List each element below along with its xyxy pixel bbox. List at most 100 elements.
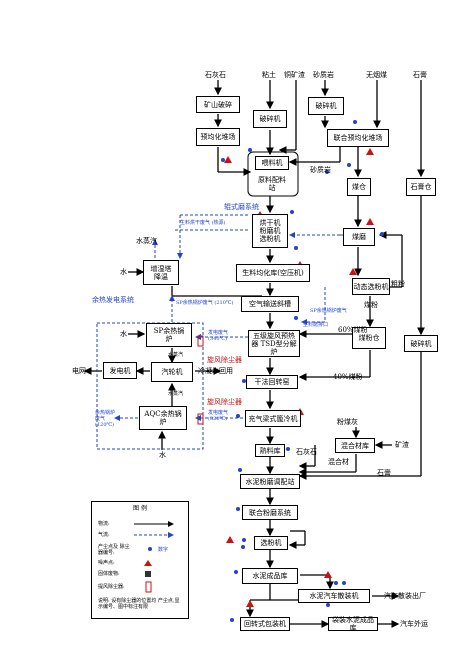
noise-point (324, 571, 332, 578)
emission-point (347, 163, 351, 167)
box-feed-bin: 喂料机 (255, 156, 289, 170)
lbl-grid: 电网 (72, 367, 86, 375)
raw-iron-slag: 铜矿渣 (284, 71, 305, 79)
legend-waste-sq (145, 571, 151, 577)
box-joint-mill: 联合粉磨系统 (242, 505, 298, 520)
legend-title: 图 例 (133, 505, 147, 512)
lbl-sp-gas: SP余热锅炉废气 (210℃) (176, 300, 234, 306)
lbl-sp-dust: SP余热锅炉废气 (310, 308, 347, 314)
box-coal-mill: 煤磨 (343, 228, 375, 246)
box-rotary-kiln: 干法回转窑 (246, 375, 298, 389)
box-gypsum-crusher: 破碎机 (404, 335, 438, 352)
box-cement-batching: 水泥粉磨调配站 (240, 474, 300, 489)
raw-clay: 粘土 (262, 71, 276, 79)
box-bag-store: 袋装水泥成品库 (328, 616, 378, 632)
box-air-lift: 空气输送斜槽 (241, 296, 299, 312)
emission-point (230, 618, 234, 622)
raw-coal: 无烟煤 (366, 71, 387, 79)
box-mix-bin: 混合材库 (335, 438, 375, 453)
lbl-steam-water: 水蒸汽 (168, 352, 184, 358)
lbl-slag: 矿渣 (395, 441, 409, 449)
lbl-steam2: 水蒸汽 (168, 391, 184, 397)
lbl-waste-rock: 砂质岩 (310, 166, 331, 174)
emission-point (290, 210, 294, 214)
emission-point (342, 581, 346, 585)
noise-point (349, 268, 357, 275)
lbl-mill-system: 辊式磨系统 (224, 203, 259, 211)
box-raw-mill: 烘干机 粉磨机 选粉机 (252, 214, 288, 248)
box-cement-silo: 水泥成品库 (242, 568, 298, 584)
noise-point (366, 218, 374, 225)
box-clay-crusher: 破碎机 (253, 110, 287, 128)
lbl-truck-out: 汽车散装出厂 (384, 592, 426, 600)
box-cooler: 充气梁式篦冷机 (245, 410, 301, 427)
noise-point (366, 148, 374, 155)
box-turbine: 汽轮机 (151, 362, 193, 382)
box-sand-crusher: 破碎机 (308, 97, 344, 115)
box-batching: 原料配料站 (258, 175, 286, 192)
legend-noise: 噪声点: (98, 560, 115, 566)
emission-point (286, 447, 290, 451)
box-aqc-boiler: AQC余热锅炉 (139, 406, 187, 430)
legend-dust-removal: 提风除尘器: (98, 584, 125, 590)
legend-gas-arrow (168, 532, 174, 538)
raw-sandstone: 砂质岩 (313, 71, 334, 79)
lbl-waste-heat-system: 余热发电系统 (92, 296, 134, 304)
lbl-cool-water: 冷凝水回用 (198, 367, 233, 375)
lbl-truck-transport: 汽车外运 (400, 620, 428, 628)
box-coal-bin2: 煤粉仓 (352, 327, 386, 349)
box-mine-crusher: 矿山破碎 (196, 96, 240, 113)
box-dynamic-sep: 动态选粉机 (352, 278, 390, 295)
lbl-waste-gas-aqc: 余热锅炉废气 (120℃) (95, 410, 116, 428)
lbl-water2: 水 (120, 330, 127, 338)
legend-material: 物流: (98, 521, 110, 527)
legend-note: 说明: 设有除尘器的位置均 产尘点,显示编号、图中标注有限 (98, 598, 180, 610)
legend-number: 数字 (158, 547, 169, 553)
emission-point (325, 170, 329, 174)
box-joint-prehomog: 联合预均化堆场 (327, 129, 389, 147)
raw-gypsum: 石膏 (413, 71, 427, 79)
lbl-cyclone-dust2: 旋风除尘器 (207, 398, 242, 406)
emission-point (294, 316, 298, 320)
legend: 图 例 物流: 气流: 产尘点及 除尘器编号: 数字 噪声点: 固体废物: 提风… (91, 501, 189, 619)
emission-point (326, 603, 330, 607)
lbl-mixed: 混合材 (328, 458, 349, 466)
legend-solid-waste: 固体废物: (98, 571, 120, 577)
box-separator: 选粉机 (254, 536, 288, 550)
emission-point (248, 148, 252, 152)
box-pre-homog: 预均化堆场 (196, 128, 240, 146)
lbl-kiln-tail-gas: 生料磨排口 (303, 322, 329, 328)
legend-gas: 气流: (98, 532, 110, 538)
feed-frame (247, 151, 299, 197)
dust-collector (197, 335, 204, 347)
emission-point (236, 507, 240, 511)
noise-point (224, 156, 232, 163)
noise-point (246, 600, 254, 607)
emission-point (334, 581, 338, 585)
lbl-kiln-gas-tower: 生料烘干废气 (热源) (180, 220, 226, 226)
emission-point (242, 379, 246, 383)
legend-noise-tri (144, 560, 152, 566)
emission-point (242, 538, 246, 542)
lbl-water: 水 (120, 268, 127, 276)
legend-emission-dot (148, 547, 152, 551)
emission-point (234, 570, 238, 574)
emission-point (236, 414, 240, 418)
box-generator: 发电机 (103, 362, 137, 379)
emission-point (241, 545, 245, 549)
box-rotary-packer: 回转式包装机 (240, 617, 290, 631)
lbl-cyclone-dust: 旋风除尘器 (207, 356, 242, 364)
legend-dust-rect (145, 581, 152, 593)
lbl-limestone-side: 石灰石 (296, 448, 317, 456)
box-preheater: 五级旋风预热器 TSD型分解炉 (248, 330, 300, 357)
emission-point (294, 246, 298, 250)
lbl-coal-60: 60%煤粉 (338, 326, 368, 334)
raw-limestone: 石灰石 (205, 71, 226, 79)
box-sp-boiler: SP余热锅炉 (146, 323, 192, 347)
dust-collector (197, 413, 204, 425)
emission-point (380, 232, 384, 236)
box-raw-homog: 生料均化库(空压机) (236, 264, 310, 282)
box-bulk-loader: 水泥汽车散装机 (298, 589, 370, 603)
emission-point (353, 120, 357, 124)
lbl-coal-40: 40%煤粉 (333, 373, 363, 381)
